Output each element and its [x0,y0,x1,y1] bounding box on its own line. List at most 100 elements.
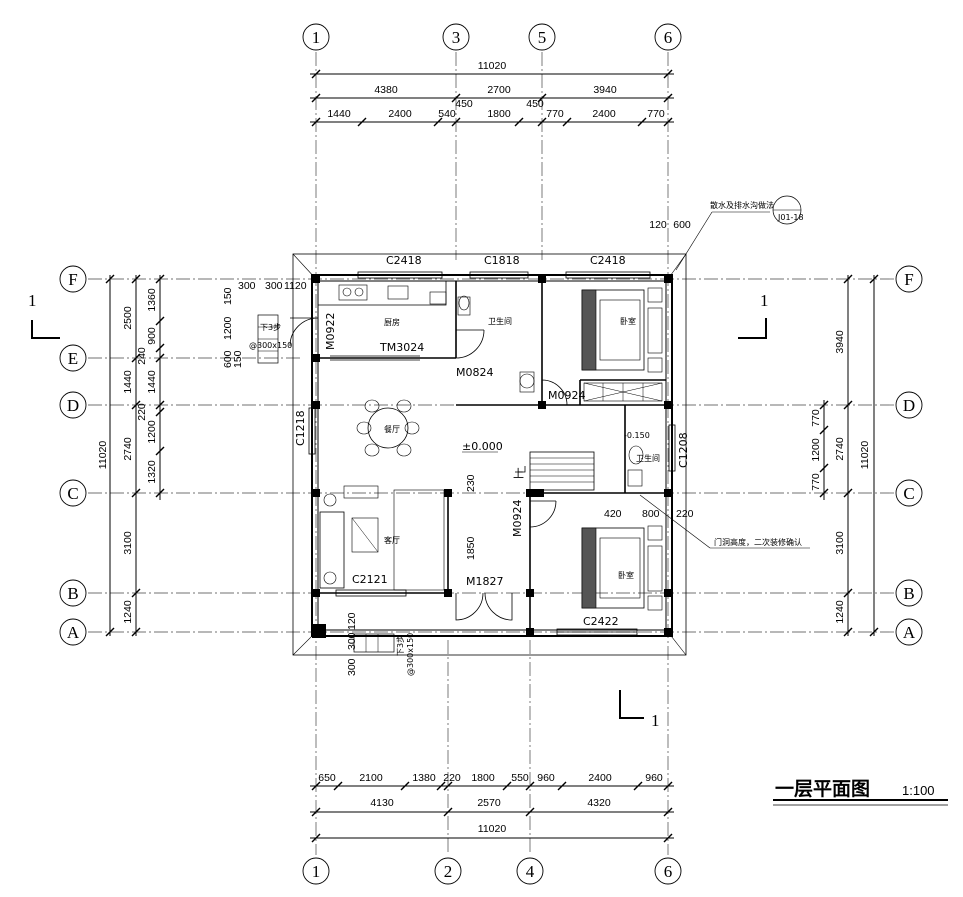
door-label: M0924 [511,500,524,538]
inner-dim: 800 [642,508,660,520]
dim-top-row3: 540 [438,108,456,120]
axis-label-right-a: A [903,623,916,642]
dim-bottom-row1: 550 [511,772,529,784]
window-label: C1818 [484,254,520,267]
dim-top-row3: 2400 [592,108,616,120]
tread-label: @300x150 [406,633,415,676]
dim-left-outer: 3100 [122,531,134,555]
room-label-bathroom: 卫生间 [488,316,512,326]
dim-right-outer: 3940 [834,330,846,354]
dim-top-row2: 4380 [374,84,398,96]
dim-right-inner: 1200 [810,438,822,462]
dim-bottom-row1: 220 [443,772,461,784]
drainage-note: 散水及排水沟做法 [710,200,774,210]
elevation-mark: ±0.000 [462,440,503,453]
dim-top-row3: 770 [647,108,665,120]
dim-top-row2: 2700 [487,84,511,96]
dim-right-inner: 770 [810,409,822,427]
dim-bottom-row1: 1800 [471,772,495,784]
dim-top-row2: 3940 [593,84,617,96]
dim-bottom-row1: 2400 [588,772,612,784]
drawing-scale: 1:100 [902,783,935,798]
room-label-bedroom: 卧室 [620,316,636,326]
axis-label-top-3: 3 [452,28,461,47]
dim-bottom-row1: 960 [645,772,663,784]
door-label: M0824 [456,366,494,379]
entry-dim: 120 [346,612,358,630]
dim-bottom-row2: 4320 [587,797,611,809]
door-label: M0922 [324,313,337,351]
dim-left-outer: 1240 [122,600,134,624]
dim-entry: 1200 [222,316,234,340]
section-mark: 1 [28,291,37,310]
dim-entry: 300 [265,280,283,292]
dim-right-outer: 1240 [834,600,846,624]
door-height-note: 门洞高度，二次装修确认 [714,537,802,547]
dim-left-inner: 240 [136,347,148,365]
window-label: C2418 [386,254,422,267]
dim-corner: 600 [673,219,691,231]
steps-label: 下3步 [396,635,405,656]
entry-dim: 300 [346,658,358,676]
dim-left-outer: 2740 [122,437,134,461]
inner-dim: 1850 [465,536,477,560]
dim-corner: 120 [649,219,667,231]
axis-label-left-e: E [68,349,78,368]
window-label: C2418 [590,254,626,267]
dim-left-inner: 900 [146,327,158,345]
stair-up-label: 上 [513,467,524,480]
axis-label-left-a: A [67,623,80,642]
door-label: TM3024 [379,341,424,354]
dim-top-total: 11020 [478,60,507,72]
dim-left-inner: 1440 [146,370,158,394]
dim-right-outer: 2740 [834,437,846,461]
drainage-ref: J01-18 [777,213,804,222]
dim-bottom-row1: 2100 [359,772,383,784]
section-mark: 1 [651,711,660,730]
entry-dim: 300 [346,632,358,650]
dim-left-inner: 220 [136,403,148,421]
dim-left-inner: 1320 [146,460,158,484]
axis-label-bottom-2: 2 [444,862,453,881]
dim-bottom-row1: 1380 [412,772,436,784]
section-mark: 1 [760,291,769,310]
dim-left-inner: 1360 [146,288,158,312]
axis-label-left-b: B [67,584,78,603]
axis-label-bottom-6: 6 [664,862,673,881]
dim-bottom-row2: 2570 [477,797,501,809]
dim-entry: 600 [222,350,234,368]
axis-label-right-d: D [903,396,915,415]
dim-bottom-row1: 960 [537,772,555,784]
dim-entry: 1120 [284,280,307,292]
dim-top-row3: 1800 [487,108,511,120]
axis-label-left-f: F [68,270,77,289]
room-label-dining: 餐厅 [384,425,400,434]
room-label-wc: 卫生间 [636,453,660,463]
axis-label-right-f: F [904,270,913,289]
dim-right-outer: 3100 [834,531,846,555]
axis-label-bottom-1: 1 [312,862,321,881]
dim-bottom-total: 11020 [478,823,507,835]
axis-label-top-6: 6 [664,28,673,47]
axis-label-bottom-4: 4 [526,862,535,881]
dim-entry: 300 [238,280,256,292]
dim-top-row3: 2400 [388,108,412,120]
dim-top-row3: 770 [546,108,564,120]
axis-label-top-1: 1 [312,28,321,47]
inner-dim: 230 [465,474,477,492]
dim-right-inner: 770 [810,473,822,491]
axis-label-left-c: C [67,484,78,503]
dim-left-inner: 1200 [146,420,158,444]
inner-dim: 420 [604,508,622,520]
window-label: C2121 [352,573,388,586]
axis-label-right-c: C [903,484,914,503]
tread-label: @300x150 [249,341,292,350]
axis-label-top-5: 5 [538,28,547,47]
axis-label-left-d: D [67,396,79,415]
drawing-title: 一层平面图 [775,778,870,800]
door-label: M1827 [466,575,504,588]
room-label-bedroom: 卧室 [618,570,634,580]
dim-right-total: 11020 [859,441,871,470]
dim-top-offset: 450 [526,98,544,110]
